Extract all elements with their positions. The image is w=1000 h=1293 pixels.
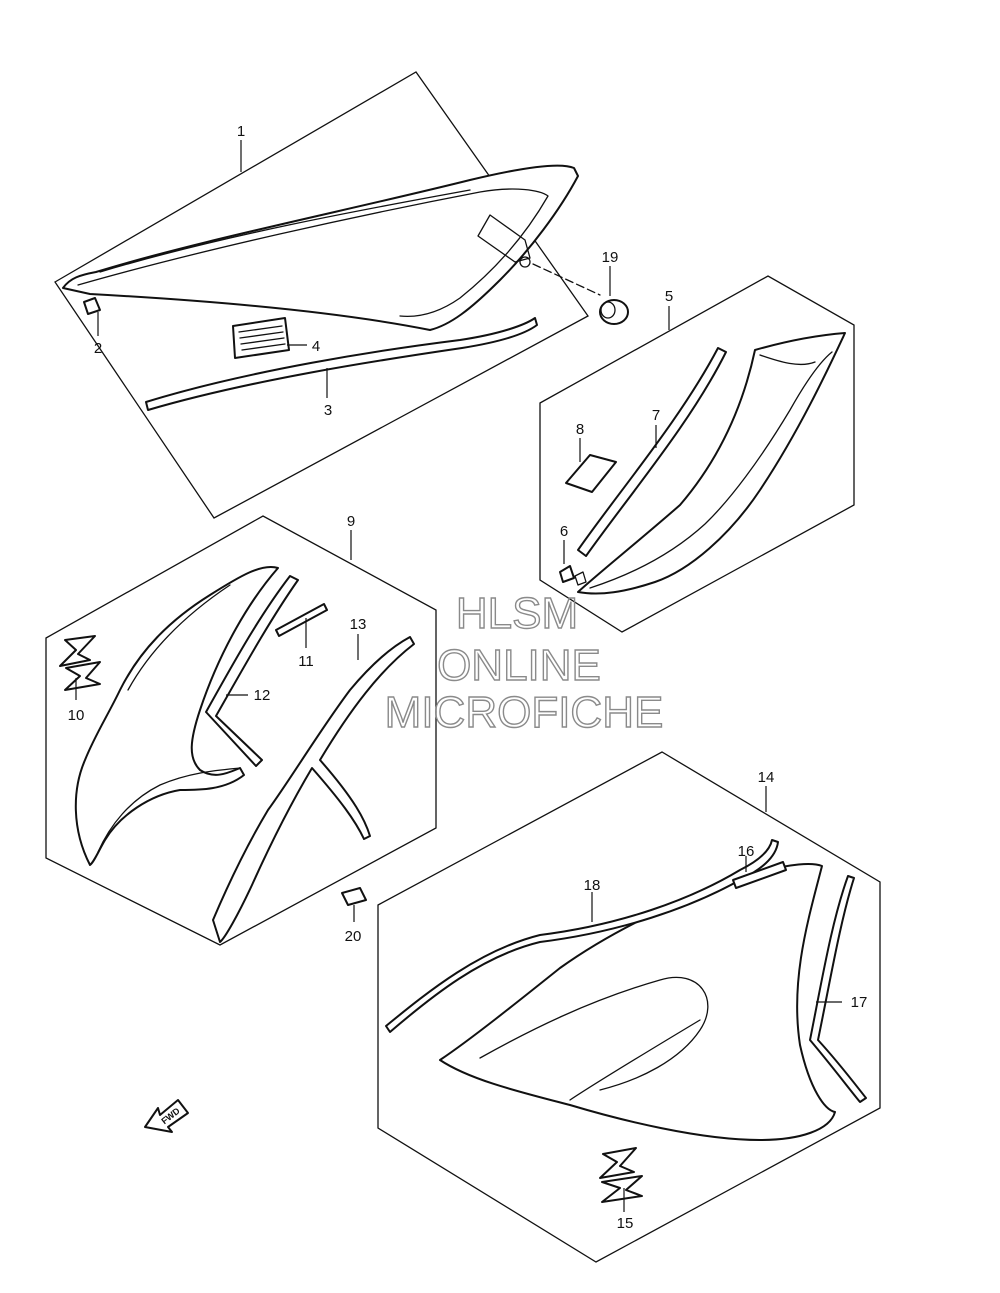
reflector-part-4 bbox=[232, 317, 290, 359]
part-group-9-box bbox=[45, 515, 437, 946]
grommet-part-19 bbox=[599, 299, 629, 325]
svg-text:11: 11 bbox=[298, 653, 314, 670]
svg-text:4: 4 bbox=[312, 338, 320, 355]
svg-text:14: 14 bbox=[758, 769, 775, 786]
callout-5: 5 bbox=[665, 288, 673, 330]
svg-text:7: 7 bbox=[652, 407, 660, 424]
callout-12: 12 bbox=[226, 687, 270, 704]
svg-text:8: 8 bbox=[576, 421, 584, 438]
svg-text:2: 2 bbox=[94, 340, 102, 357]
callout-17: 17 bbox=[816, 994, 867, 1011]
watermark-line-2: ONLINE bbox=[437, 641, 601, 690]
svg-text:12: 12 bbox=[254, 687, 271, 704]
callout-10: 10 bbox=[68, 678, 85, 724]
callout-13: 13 bbox=[350, 616, 367, 660]
svg-text:19: 19 bbox=[602, 249, 619, 266]
callout-19: 19 bbox=[602, 249, 619, 296]
callout-14: 14 bbox=[758, 769, 775, 812]
callout-20: 20 bbox=[345, 905, 362, 945]
callout-8: 8 bbox=[576, 421, 584, 462]
part-group-1-box bbox=[54, 71, 601, 519]
part-group-14-box bbox=[377, 751, 881, 1263]
emblem-part-15 bbox=[599, 1147, 643, 1203]
part-group-5-box bbox=[539, 275, 855, 633]
callout-2: 2 bbox=[94, 312, 102, 357]
callout-6: 6 bbox=[560, 523, 568, 564]
svg-text:18: 18 bbox=[584, 877, 601, 894]
watermark-line-3: MICROFICHE bbox=[385, 688, 664, 737]
svg-text:13: 13 bbox=[350, 616, 367, 633]
svg-text:17: 17 bbox=[851, 994, 868, 1011]
svg-text:3: 3 bbox=[324, 402, 332, 419]
svg-text:1: 1 bbox=[237, 123, 245, 140]
forward-direction-arrow: FWD bbox=[144, 1099, 189, 1133]
callout-7: 7 bbox=[652, 407, 660, 448]
watermark: HLSM ONLINE MICROFICHE bbox=[384, 588, 664, 737]
svg-text:6: 6 bbox=[560, 523, 568, 540]
clip-part-20 bbox=[341, 887, 367, 906]
emblem-part-10 bbox=[59, 635, 101, 691]
svg-text:5: 5 bbox=[665, 288, 673, 305]
svg-text:15: 15 bbox=[617, 1215, 634, 1232]
svg-text:16: 16 bbox=[738, 843, 755, 860]
svg-text:20: 20 bbox=[345, 928, 362, 945]
callout-16: 16 bbox=[738, 843, 755, 872]
callout-4: 4 bbox=[287, 338, 320, 355]
watermark-line-1: HLSM bbox=[456, 589, 578, 638]
callout-15: 15 bbox=[617, 1188, 634, 1232]
callout-9: 9 bbox=[347, 513, 355, 560]
svg-text:9: 9 bbox=[347, 513, 355, 530]
callout-1: 1 bbox=[237, 123, 245, 172]
svg-text:10: 10 bbox=[68, 707, 85, 724]
callout-3: 3 bbox=[324, 368, 332, 419]
callout-18: 18 bbox=[584, 877, 601, 922]
callout-11: 11 bbox=[298, 618, 314, 670]
